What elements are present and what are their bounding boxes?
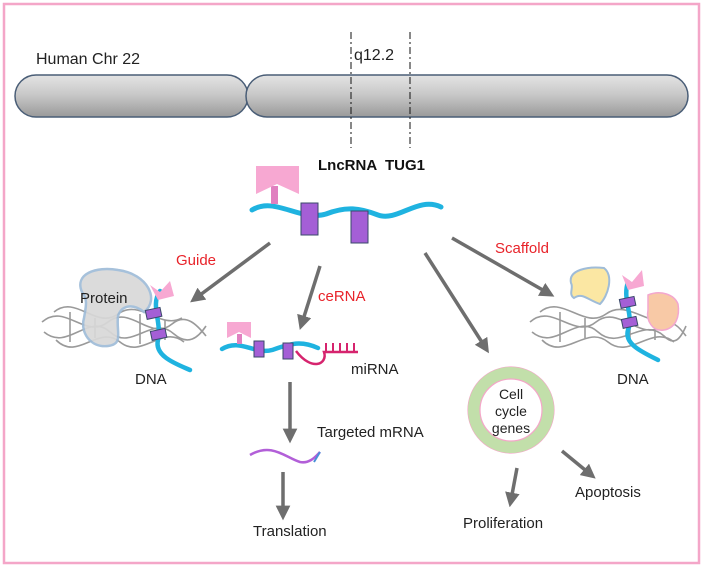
- scaffold-rna-strand: [624, 279, 661, 363]
- exon-2: [350, 210, 369, 244]
- guide-exon-2: [149, 327, 168, 341]
- lncrna-strand: [249, 201, 444, 219]
- cap-icon: [256, 166, 299, 194]
- guide-complex: [41, 267, 207, 373]
- scaffold-cap-icon: [622, 270, 644, 290]
- chromosome-short-arm: [14, 74, 249, 118]
- guide-cap-icon: [150, 281, 174, 300]
- figure-frame: [2, 2, 701, 565]
- dna-label-left: DNA: [135, 371, 167, 388]
- cell-cycle-label-line2: cycle: [495, 403, 527, 419]
- mirna-seed-ticks: [325, 343, 355, 352]
- cerna-strand: [219, 341, 321, 354]
- cell-cycle-label-line1: Cell: [499, 386, 523, 402]
- exon-1: [300, 202, 319, 236]
- proliferation-label: Proliferation: [463, 515, 543, 532]
- chromosome-long-arm: [245, 74, 689, 118]
- cerna-exon-2: [282, 342, 294, 360]
- arrow-to-scaffold: [451, 236, 555, 297]
- arrow-to-cerna: [297, 265, 322, 331]
- cerna-complex: [219, 322, 358, 366]
- cerna-exon-1: [253, 340, 265, 358]
- translation-label: Translation: [253, 523, 327, 540]
- cerna-cap-icon: [227, 322, 251, 338]
- cell-cycle-label-line3: genes: [492, 420, 530, 436]
- arrow-to-guide: [190, 241, 272, 303]
- dna-helix-left: [41, 306, 207, 348]
- lncrna-tug1: [249, 166, 444, 244]
- targeted-mrna-label: Targeted mRNA: [317, 424, 424, 441]
- cerna-label: ceRNA: [318, 288, 366, 305]
- arrow-to-proliferation: [505, 467, 520, 508]
- scaffold-complex: [529, 266, 687, 363]
- targeted-mrna-strand: [249, 448, 321, 464]
- cell-cycle-ring-fill: [468, 367, 554, 453]
- apoptosis-label: Apoptosis: [575, 484, 641, 501]
- arrow-to-cell-cycle: [423, 252, 489, 354]
- cap-stem: [271, 186, 278, 204]
- targeted-mrna-tail: [313, 451, 321, 463]
- scaffold-exon-2: [620, 315, 639, 329]
- guide-label: Guide: [176, 252, 216, 269]
- scaffold-protein-2: [646, 292, 680, 331]
- protein-label: Protein: [80, 290, 128, 307]
- guide-rna-strand: [153, 288, 193, 373]
- mirna-strand: [295, 350, 358, 366]
- scaffold-protein-1: [569, 266, 611, 306]
- band-label: q12.2: [354, 47, 394, 64]
- arrow-to-apoptosis: [560, 449, 596, 479]
- guide-exon-1: [144, 306, 163, 320]
- chromosome-label: Human Chr 22: [36, 51, 140, 68]
- protein-shape: [79, 267, 153, 348]
- dna-label-right: DNA: [617, 371, 649, 388]
- cerna-cap-stem: [237, 334, 242, 344]
- scaffold-exon-1: [618, 295, 637, 309]
- mirna-label: miRNA: [351, 361, 399, 378]
- cell-cycle-ring-inner: [479, 378, 543, 442]
- scaffold-label: Scaffold: [495, 240, 549, 257]
- gene-label: LncRNA TUG1: [318, 157, 425, 174]
